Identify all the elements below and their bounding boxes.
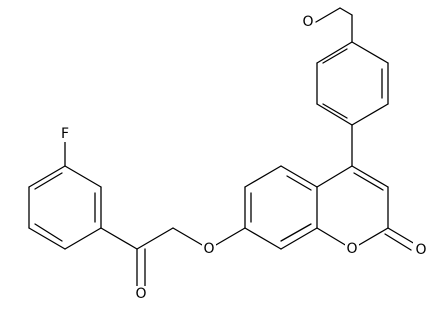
fluorine-label: F	[61, 126, 69, 142]
bond	[316, 103, 353, 126]
double-bond-inner	[34, 172, 63, 190]
bond	[351, 165, 389, 188]
ketone-carbonyl	[136, 248, 146, 291]
bond	[280, 165, 318, 188]
pyrone-ring	[316, 165, 389, 250]
bond	[351, 103, 389, 126]
bond	[28, 227, 66, 250]
fluorophenyl-ring	[28, 165, 102, 250]
lactone-carbonyl	[384, 227, 416, 251]
double-bond-inner	[322, 103, 348, 119]
ring-oxygen-label: O	[346, 241, 357, 257]
double-bond-inner	[280, 223, 312, 242]
ether-linker	[136, 227, 246, 250]
double-bond-inner	[353, 172, 384, 191]
label-mask	[58, 126, 72, 142]
bond	[315, 7, 341, 23]
double-bond-inner	[322, 48, 348, 64]
benzo-ring	[244, 165, 318, 250]
bond	[244, 165, 282, 188]
label-mask	[345, 241, 359, 257]
bond	[136, 227, 174, 250]
label-mask	[301, 14, 315, 30]
bond	[244, 227, 282, 250]
bond	[384, 233, 412, 251]
ketone-oxygen-label: O	[135, 286, 146, 302]
double-bond-inner	[34, 223, 63, 242]
bond	[280, 227, 318, 250]
bond	[339, 7, 353, 16]
bond	[351, 41, 389, 64]
label-mask	[413, 242, 429, 258]
bond	[387, 227, 416, 245]
bond	[64, 165, 102, 188]
bond	[316, 41, 353, 64]
lactone-carbonyl-oxygen-label: O	[415, 242, 426, 258]
label-mask	[134, 286, 148, 302]
methoxy-group	[315, 7, 353, 43]
bond	[28, 165, 66, 188]
bond	[64, 227, 102, 250]
methoxy-oxygen-label: O	[302, 14, 313, 30]
bond	[316, 165, 353, 188]
label-mask	[202, 241, 216, 257]
ether-oxygen-label: O	[203, 241, 214, 257]
methoxyphenyl-ring	[316, 41, 389, 126]
bond	[100, 227, 138, 250]
double-bond-inner	[286, 175, 312, 191]
